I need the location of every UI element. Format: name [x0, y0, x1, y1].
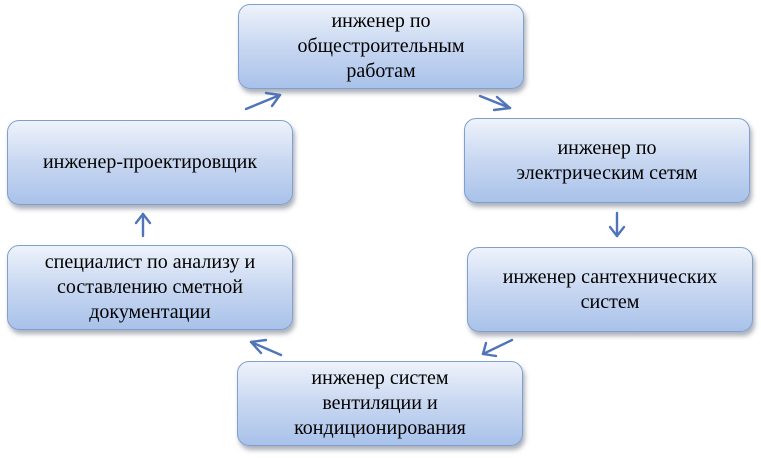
arrow-right-up-icon	[244, 91, 282, 111]
arrow-up-icon	[134, 212, 152, 238]
node-label: инженер сантехнических систем	[502, 265, 718, 313]
node-label: инженер-проектировщик	[42, 151, 258, 173]
arrow-right-down-icon	[478, 94, 512, 112]
node-label: инженер по электрическим сетям	[516, 136, 698, 184]
node-electrical-networks-engineer: инженер по электрическим сетям	[464, 118, 750, 203]
node-ventilation-systems-engineer: инженер систем вентиляции и кондициониро…	[237, 361, 523, 446]
node-plumbing-systems-engineer: инженер сантехнических систем	[467, 247, 753, 332]
node-estimate-specialist: специалист по анализу и составлению смет…	[7, 245, 293, 330]
arrow-left-up-icon	[249, 338, 283, 357]
node-label: инженер систем вентиляции и кондициониро…	[294, 367, 466, 439]
node-label: специалист по анализу и составлению смет…	[44, 251, 256, 323]
arrow-down-icon	[608, 211, 626, 238]
node-label: инженер по общестроительным работам	[297, 10, 465, 82]
node-design-engineer: инженер-проектировщик	[7, 120, 293, 205]
arrow-left-down-icon	[481, 338, 514, 358]
node-general-construction-engineer: инженер по общестроительным работам	[238, 4, 524, 89]
